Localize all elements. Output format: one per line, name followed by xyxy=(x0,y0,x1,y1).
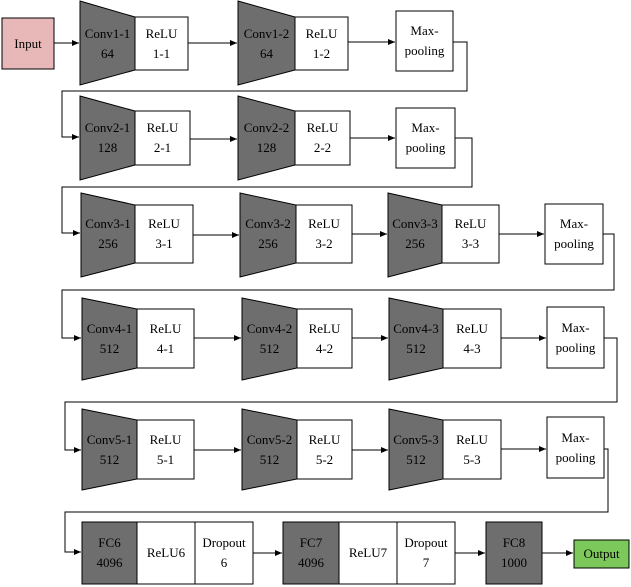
maxpool2-box xyxy=(395,107,456,169)
output-box xyxy=(573,539,630,569)
fc7-box xyxy=(282,521,340,585)
relu5-2-box xyxy=(296,419,353,480)
conv1-2-block xyxy=(237,0,296,86)
dropout6-box xyxy=(194,521,254,585)
maxpool5-box xyxy=(546,416,605,479)
maxpool4-box xyxy=(546,306,605,369)
relu1-1-box xyxy=(134,16,189,71)
input-box xyxy=(1,17,55,70)
conv3-1-block xyxy=(80,192,136,278)
conv3-2-block xyxy=(239,192,297,278)
row-connector xyxy=(64,448,609,555)
relu3-3-box xyxy=(441,204,500,264)
relu7-box xyxy=(338,521,398,585)
conv2-1-block xyxy=(79,95,136,181)
relu4-1-box xyxy=(136,308,195,369)
maxpool1-box xyxy=(395,10,454,72)
conv5-1-block xyxy=(81,408,138,491)
relu2-1-box xyxy=(134,110,191,166)
relu3-2-box xyxy=(295,204,353,264)
conv4-1-block xyxy=(81,297,138,381)
relu2-2-box xyxy=(294,110,351,166)
relu5-1-box xyxy=(136,419,195,480)
row-connector xyxy=(61,233,615,341)
relu4-3-box xyxy=(442,308,502,369)
conv5-3-block xyxy=(388,408,444,491)
conv4-3-block xyxy=(388,297,444,381)
row-connector xyxy=(64,337,618,453)
fc8-box xyxy=(485,521,543,585)
relu6-box xyxy=(136,521,196,585)
relu4-2-box xyxy=(296,308,353,369)
row-connector xyxy=(61,137,473,236)
conv1-1-block xyxy=(79,0,136,86)
conv4-2-block xyxy=(241,297,298,381)
dropout7-box xyxy=(396,521,456,585)
relu5-3-box xyxy=(442,419,502,480)
conv2-2-block xyxy=(237,95,296,181)
relu1-2-box xyxy=(294,16,349,71)
conv3-3-block xyxy=(387,192,443,278)
relu3-1-box xyxy=(134,204,194,264)
row-connector xyxy=(61,41,468,140)
maxpool3-box xyxy=(544,203,604,265)
conv5-2-block xyxy=(241,408,298,491)
fc6-box xyxy=(81,521,138,585)
